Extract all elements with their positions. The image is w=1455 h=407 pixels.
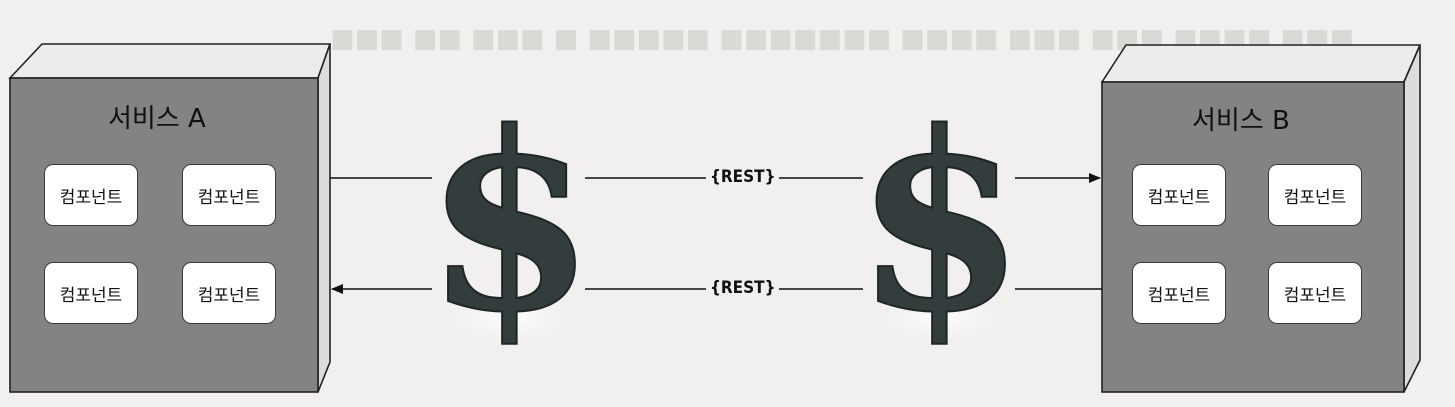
svg-text:$: $ <box>425 78 595 366</box>
service-a-component: 컴포넌트 <box>182 164 276 226</box>
dollar-sign-icon: $ <box>424 77 596 367</box>
service-b-title: 서비스 B <box>1192 106 1290 136</box>
svg-text:$: $ <box>855 78 1025 366</box>
service-b-component: 컴포넌트 <box>1268 262 1362 324</box>
service-a-box-top <box>8 43 332 79</box>
service-a-component: 컴포넌트 <box>44 262 138 324</box>
service-b-component: 컴포넌트 <box>1268 164 1362 226</box>
service-b-box-front <box>1101 81 1405 393</box>
service-b-box <box>1100 44 1422 393</box>
dollar-sign-icon: $ <box>854 77 1026 367</box>
service-a-box <box>8 43 332 393</box>
service-b-component: 컴포넌트 <box>1132 164 1226 226</box>
service-a-box-side <box>317 43 331 393</box>
service-a-title: 서비스 A <box>108 104 206 134</box>
response-rest-label: {REST} <box>706 278 780 298</box>
service-b-box-side <box>1403 44 1421 393</box>
service-a-component: 컴포넌트 <box>182 262 276 324</box>
service-a-box-front <box>9 77 319 393</box>
service-a-component: 컴포넌트 <box>44 164 138 226</box>
service-b-component: 컴포넌트 <box>1132 262 1226 324</box>
request-rest-label: {REST} <box>706 167 780 187</box>
service-b-box-top <box>1100 44 1422 83</box>
